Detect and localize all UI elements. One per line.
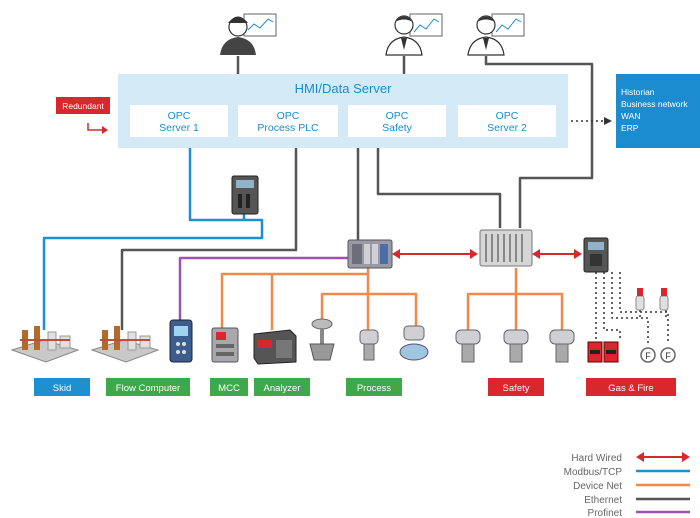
legend-label: Modbus/TCP <box>564 467 623 478</box>
redundant-label: Redundant <box>62 101 104 111</box>
gas-detector-icon: F F <box>640 347 676 363</box>
connection-lines <box>42 56 669 344</box>
category-label: Safety <box>503 383 530 394</box>
legend-device-net: Device Net <box>573 481 690 492</box>
redundant-arrow-icon <box>87 123 104 131</box>
opc-module-label: Safety <box>382 122 413 134</box>
category-label: Flow Computer <box>116 383 180 394</box>
redundant-badge: Redundant <box>56 97 110 134</box>
external-line: ERP <box>621 123 639 133</box>
opc-module-label: Server 2 <box>487 122 527 134</box>
external-line: WAN <box>621 111 641 121</box>
flow-computer-skid-icon <box>90 326 160 363</box>
safety-transmitter-2-icon <box>503 329 529 363</box>
opc-module-label: OPC <box>168 110 191 122</box>
opc-module-safety: OPC Safety <box>348 105 446 137</box>
safety-plc-icon <box>479 229 533 267</box>
fire-gas-controller-icon <box>583 237 609 273</box>
flame-detector-icon <box>635 288 669 311</box>
category-label: Analyzer <box>264 383 301 394</box>
legend-profinet: Profinet <box>588 508 690 518</box>
category-labels: Skid Flow Computer MCC Analyzer Process … <box>34 378 676 396</box>
svg-text:F: F <box>645 351 651 361</box>
analyzer-icon <box>253 329 297 365</box>
control-valve-icon <box>309 318 335 361</box>
category-label: Process <box>357 383 392 394</box>
opc-module-label: OPC <box>277 110 300 122</box>
category-label: Skid <box>53 383 71 394</box>
fire-alarm-module-icon <box>587 341 619 363</box>
opc-module-label: OPC <box>386 110 409 122</box>
legend-modbus-tcp: Modbus/TCP <box>564 467 690 478</box>
safety-transmitter-3-icon <box>549 329 575 363</box>
legend-ethernet: Ethernet <box>584 495 690 506</box>
legend-label: Ethernet <box>584 495 622 506</box>
pressure-transmitter-icon <box>359 329 379 361</box>
external-line: Business network <box>621 99 688 109</box>
category-skid: Skid <box>34 378 90 396</box>
category-safety: Safety <box>488 378 544 396</box>
opc-module-server-1: OPC Server 1 <box>130 105 228 137</box>
process-plc-icon <box>347 239 393 269</box>
safety-transmitter-1-icon <box>455 329 481 363</box>
opc-module-label: Server 1 <box>159 122 199 134</box>
mcc-drive-icon <box>211 327 239 363</box>
opc-module-label: OPC <box>496 110 519 122</box>
legend: Hard Wired Modbus/TCP Device Net Etherne… <box>564 452 690 518</box>
gateway-device-icon <box>231 175 259 215</box>
opc-module-server-2: OPC Server 2 <box>458 105 556 137</box>
opc-module-label: Process PLC <box>257 122 319 134</box>
operator-hardhat-icon <box>220 13 277 55</box>
legend-label: Hard Wired <box>571 453 622 464</box>
legend-label: Profinet <box>588 508 623 518</box>
category-analyzer: Analyzer <box>254 378 310 396</box>
category-label: MCC <box>218 383 240 394</box>
svg-text:F: F <box>665 351 671 361</box>
category-gas-fire: Gas & Fire <box>586 378 676 396</box>
hmi-server-title: HMI/Data Server <box>295 81 392 96</box>
opc-module-process-plc: OPC Process PLC <box>238 105 338 137</box>
flow-meter-icon <box>399 325 429 361</box>
category-flow-computer: Flow Computer <box>106 378 190 396</box>
external-line: Historian <box>621 87 655 97</box>
category-label: Gas & Fire <box>608 383 653 394</box>
legend-label: Device Net <box>573 481 622 492</box>
operator-engineer-icon <box>385 13 443 56</box>
category-mcc: MCC <box>210 378 248 396</box>
skid-equipment-icon <box>10 326 80 363</box>
operator-manager-icon <box>467 13 525 56</box>
flow-computer-device-icon <box>169 319 193 363</box>
legend-hard-wired: Hard Wired <box>571 452 690 464</box>
category-process: Process <box>346 378 402 396</box>
external-network-box: Historian Business network WAN ERP <box>616 74 700 148</box>
